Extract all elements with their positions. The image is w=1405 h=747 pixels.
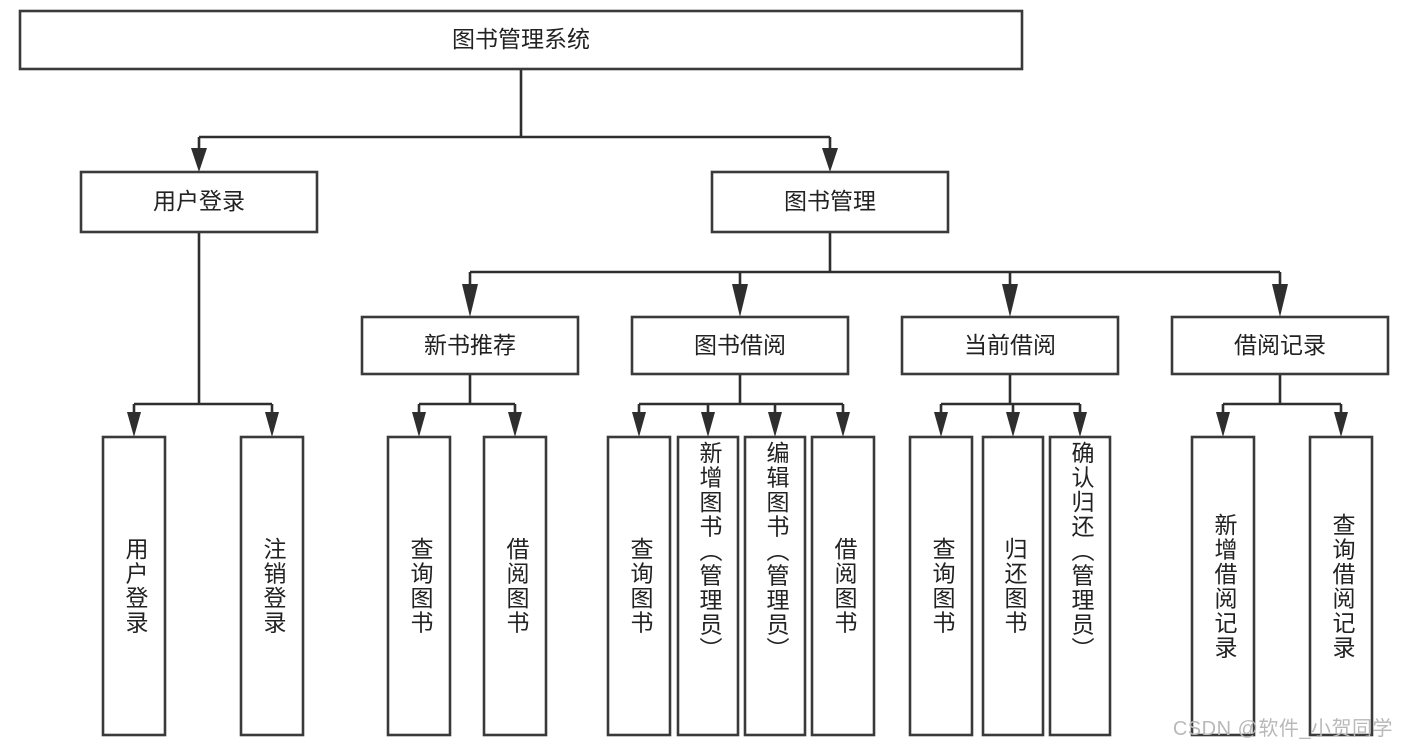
node-user-login-label: 用户登录 bbox=[153, 188, 245, 214]
node-book-management-label: 图书管理 bbox=[784, 188, 876, 214]
node-user-login-box[interactable] bbox=[79, 170, 319, 234]
node-current-borrow-box[interactable] bbox=[900, 315, 1120, 376]
arrow-to-leaf-query-book-borrow bbox=[632, 412, 646, 437]
arrow-to-borrow-record bbox=[1272, 284, 1288, 317]
arrow-to-leaf-return-book bbox=[1006, 412, 1020, 437]
node-leaf-query-book-borrow-box[interactable] bbox=[606, 435, 672, 737]
node-borrow-record-box[interactable] bbox=[1170, 315, 1390, 376]
node-leaf-logout-box[interactable] bbox=[239, 435, 305, 737]
arrow-to-book-borrow bbox=[732, 284, 748, 317]
arrow-to-leaf-query-borrow-record bbox=[1334, 412, 1348, 437]
node-leaf-borrow-book-box[interactable] bbox=[810, 435, 876, 737]
node-leaf-confirm-return-admin-box[interactable] bbox=[1048, 435, 1112, 737]
arrow-to-leaf-query-book-current bbox=[934, 412, 948, 437]
arrow-to-user-login bbox=[191, 148, 207, 172]
arrow-to-leaf-borrow-book-new bbox=[508, 412, 522, 437]
node-borrow-record-label: 借阅记录 bbox=[1234, 332, 1326, 358]
node-leaf-add-book-admin-box[interactable] bbox=[676, 435, 740, 737]
arrow-to-book-management bbox=[822, 148, 838, 172]
node-leaf-return-book-box[interactable] bbox=[981, 435, 1045, 737]
node-leaf-query-book-new-box[interactable] bbox=[386, 435, 452, 737]
node-leaf-query-book-current-box[interactable] bbox=[908, 435, 974, 737]
node-book-borrow-box[interactable] bbox=[630, 315, 850, 376]
node-title-box[interactable] bbox=[18, 9, 1024, 71]
arrow-to-new-book-recommend bbox=[462, 284, 478, 317]
node-current-borrow-label: 当前借阅 bbox=[964, 332, 1056, 358]
node-leaf-query-borrow-record-box[interactable] bbox=[1308, 435, 1374, 737]
node-new-book-recommend-label: 新书推荐 bbox=[424, 332, 516, 358]
arrow-to-current-borrow bbox=[1002, 284, 1018, 317]
node-title-label: 图书管理系统 bbox=[452, 26, 590, 52]
node-leaf-edit-book-admin-box[interactable] bbox=[743, 435, 807, 737]
arrow-to-leaf-borrow-book bbox=[836, 412, 850, 437]
arrow-to-leaf-user-login bbox=[127, 412, 141, 437]
node-leaf-user-login-box[interactable] bbox=[101, 435, 167, 737]
connector-layer bbox=[127, 69, 1348, 437]
node-leaf-borrow-book-new-box[interactable] bbox=[482, 435, 548, 737]
csdn-watermark: CSDN @软件_小贺同学 bbox=[1172, 718, 1393, 740]
node-book-management-box[interactable] bbox=[710, 170, 950, 234]
arrow-to-leaf-confirm-return-admin bbox=[1073, 412, 1087, 437]
arrow-to-leaf-edit-book-admin bbox=[768, 412, 782, 437]
arrow-to-leaf-add-borrow-record bbox=[1216, 412, 1230, 437]
arrow-to-leaf-logout bbox=[265, 412, 279, 437]
node-leaf-add-borrow-record-box[interactable] bbox=[1190, 435, 1256, 737]
node-layer: 图书管理系统 用户登录 图书管理 新书推荐 图书借阅 当前借阅 借阅记录 bbox=[18, 9, 1390, 737]
node-new-book-recommend-box[interactable] bbox=[360, 315, 580, 376]
node-book-borrow-label: 图书借阅 bbox=[694, 332, 786, 358]
arrow-to-leaf-add-book-admin bbox=[701, 412, 715, 437]
arrow-to-leaf-query-book-new bbox=[412, 412, 426, 437]
